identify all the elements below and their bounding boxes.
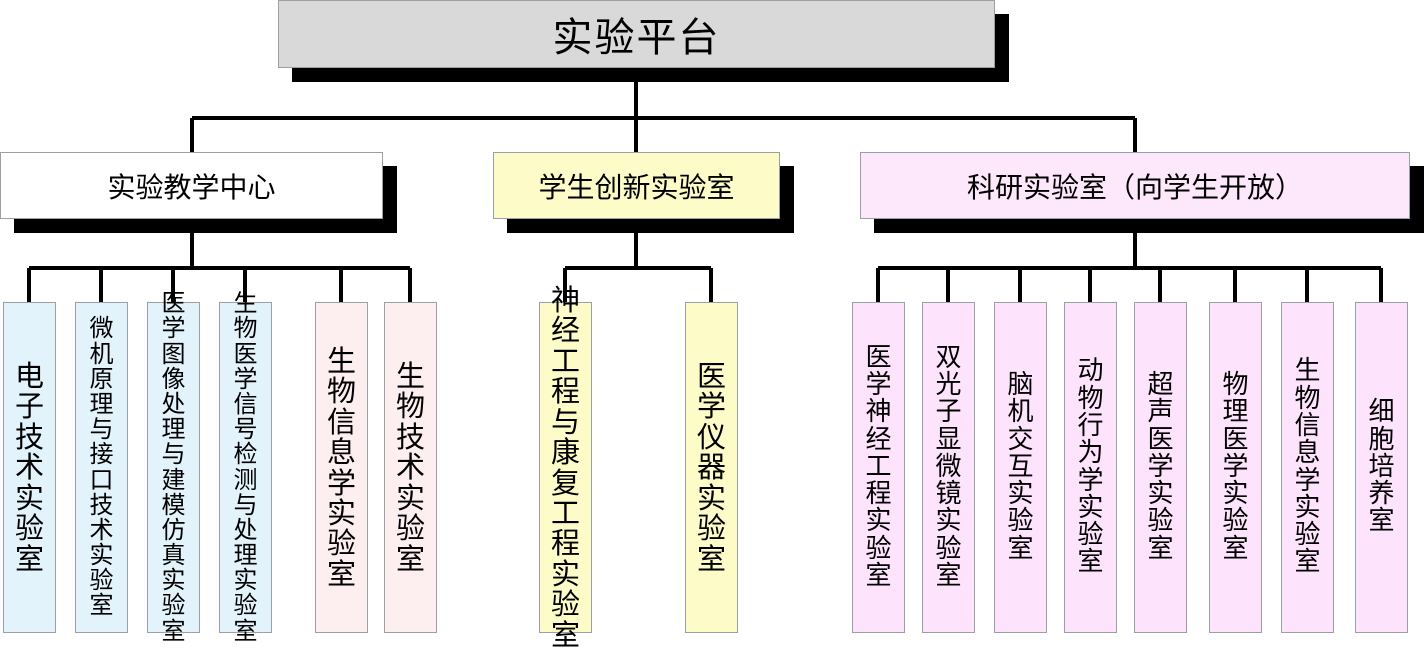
leaf-physical-medicine-lab: 物理医学实验室: [1209, 302, 1262, 633]
leaf-label: 电子技术实验室: [15, 358, 45, 576]
node-label: 学生创新实验室: [538, 170, 735, 204]
node-label: 科研实验室（向学生开放）: [966, 170, 1303, 204]
leaf-animal-behavior-lab: 动物行为学实验室: [1064, 302, 1117, 633]
leaf-label: 神经工程与康复工程实验室: [551, 282, 581, 652]
leaf-brain-computer-interface-lab: 脑机交互实验室: [994, 302, 1047, 633]
leaf-label: 生物医学信号检测与处理实验室: [233, 289, 258, 645]
leaf-bioinformatics-lab: 生物信息学实验室: [315, 302, 368, 633]
leaf-medical-imaging-lab: 医学图像处理与建模仿真实验室: [147, 291, 200, 643]
node-label: 实验教学中心: [107, 170, 276, 204]
leaf-electronics-lab: 电子技术实验室: [3, 302, 56, 633]
leaf-neural-rehab-lab: 神经工程与康复工程实验室: [539, 285, 592, 650]
leaf-cell-culture-room: 细胞培养室: [1355, 302, 1408, 633]
leaf-label: 超声医学实验室: [1147, 369, 1174, 564]
root-label: 实验平台: [552, 15, 721, 61]
leaf-two-photon-microscope-lab: 双光子显微镜实验室: [922, 302, 975, 633]
leaf-label: 生物信息学实验室: [1294, 356, 1321, 578]
leaf-bioinformatics-research-lab: 生物信息学实验室: [1281, 302, 1334, 633]
leaf-label: 生物信息学实验室: [327, 343, 357, 591]
leaf-medical-neuroengineering-lab: 医学神经工程实验室: [852, 302, 905, 633]
leaf-microcomputer-lab: 微机原理与接口技术实验室: [75, 302, 128, 633]
leaf-biotechnology-lab: 生物技术实验室: [384, 302, 437, 633]
leaf-label: 双光子显微镜实验室: [935, 342, 962, 592]
leaf-label: 医学仪器实验室: [697, 358, 727, 576]
leaf-label: 微机原理与接口技术实验室: [89, 314, 114, 620]
leaf-label: 脑机交互实验室: [1007, 369, 1034, 564]
node-research-labs: 科研实验室（向学生开放）: [860, 152, 1410, 219]
leaf-medical-instrument-lab: 医学仪器实验室: [685, 302, 738, 633]
leaf-label: 医学神经工程实验室: [865, 342, 892, 592]
leaf-label: 物理医学实验室: [1222, 369, 1249, 564]
leaf-biomedical-signal-lab: 生物医学信号检测与处理实验室: [219, 291, 272, 643]
node-student-innovation-lab: 学生创新实验室: [493, 152, 780, 219]
node-teaching-center: 实验教学中心: [0, 152, 383, 219]
leaf-label: 医学图像处理与建模仿真实验室: [161, 289, 186, 645]
leaf-label: 动物行为学实验室: [1077, 356, 1104, 578]
root-node: 实验平台: [278, 0, 995, 68]
leaf-label: 生物技术实验室: [396, 358, 426, 576]
leaf-ultrasound-medicine-lab: 超声医学实验室: [1134, 302, 1187, 633]
leaf-label: 细胞培养室: [1368, 397, 1395, 537]
